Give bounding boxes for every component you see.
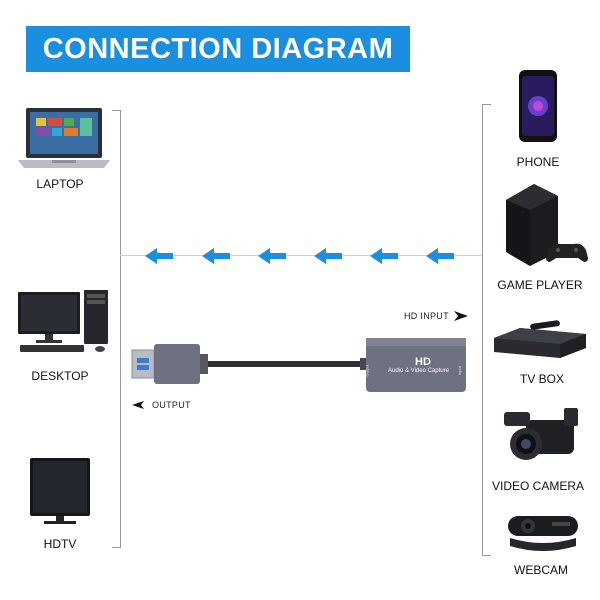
diagram-title: CONNECTION DIAGRAM — [42, 32, 394, 65]
game-console-icon — [506, 184, 588, 266]
hdtv-icon — [30, 458, 90, 524]
device-label-video-camera: VIDEO CAMERA — [491, 479, 584, 493]
laptop-icon — [18, 108, 110, 168]
device-label-hdtv: HDTV — [43, 537, 77, 551]
right-bracket — [482, 104, 491, 556]
webcam-icon — [508, 516, 578, 551]
arrow-left-icon — [370, 248, 398, 264]
capture-port-in-text: Input — [456, 366, 462, 375]
arrow-left-icon — [426, 248, 454, 264]
capture-device — [131, 338, 466, 392]
desktop-icon — [18, 290, 108, 352]
left-bracket — [112, 110, 121, 548]
video-camera-icon — [504, 408, 578, 460]
device-label-phone: PHONE — [516, 155, 560, 169]
device-label-desktop: DESKTOP — [31, 369, 89, 383]
signal-line — [120, 255, 482, 256]
phone-icon — [519, 70, 557, 142]
arrow-left-icon — [145, 248, 173, 264]
hd-input-label: HD INPUT — [404, 311, 449, 321]
arrow-left-icon — [202, 248, 230, 264]
output-label: OUTPUT — [152, 400, 191, 410]
capture-port-out-text: Output — [364, 364, 370, 377]
arrow-right-icon — [454, 311, 468, 321]
device-label-game-player: GAME PLAYER — [497, 278, 583, 292]
device-label-webcam: WEBCAM — [514, 563, 568, 577]
arrow-left-icon — [314, 248, 342, 264]
capture-product-text: Audio & Video Capture — [388, 368, 449, 374]
device-label-laptop: LAPTOP — [36, 177, 84, 191]
device-label-tv-box: TV BOX — [519, 372, 564, 386]
arrow-left-icon — [132, 401, 144, 409]
capture-brand-text: HD — [415, 356, 431, 368]
arrow-left-icon — [258, 248, 286, 264]
tv-box-icon — [494, 320, 586, 358]
title-banner: CONNECTION DIAGRAM — [26, 26, 410, 72]
signal-arrows — [145, 248, 454, 264]
